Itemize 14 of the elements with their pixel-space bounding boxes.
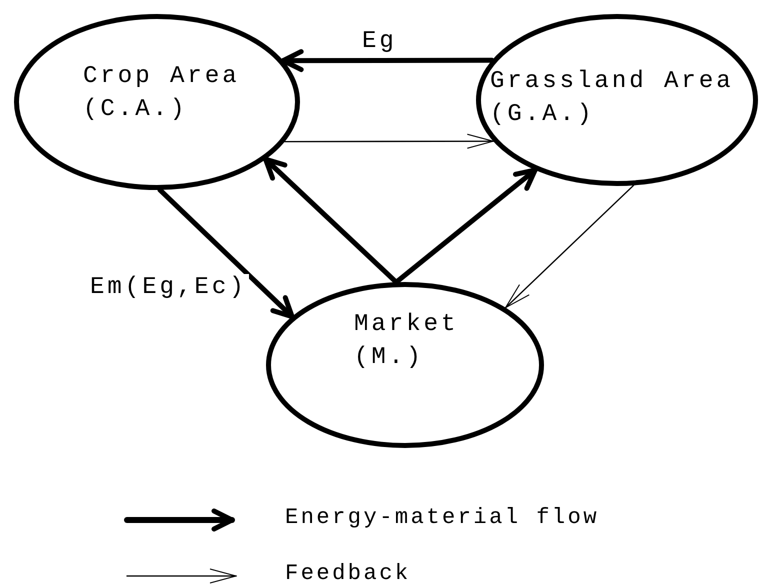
arrow [157, 187, 295, 320]
arrow [394, 168, 538, 285]
legend-label: Feedback [285, 560, 411, 588]
node-abbreviation: (C.A.) [83, 96, 188, 124]
node-title: Market [354, 311, 458, 339]
legend-label: Energy-material flow [285, 504, 600, 532]
arrow [280, 49, 494, 72]
node-title: Crop Area [83, 63, 240, 91]
node-abbreviation: (M.) [354, 344, 424, 372]
arrow [504, 184, 634, 308]
arrow [263, 156, 399, 285]
arrow [284, 134, 494, 149]
node-abbreviation: (G.A.) [490, 101, 594, 129]
node-title: Grassland Area [490, 68, 734, 96]
